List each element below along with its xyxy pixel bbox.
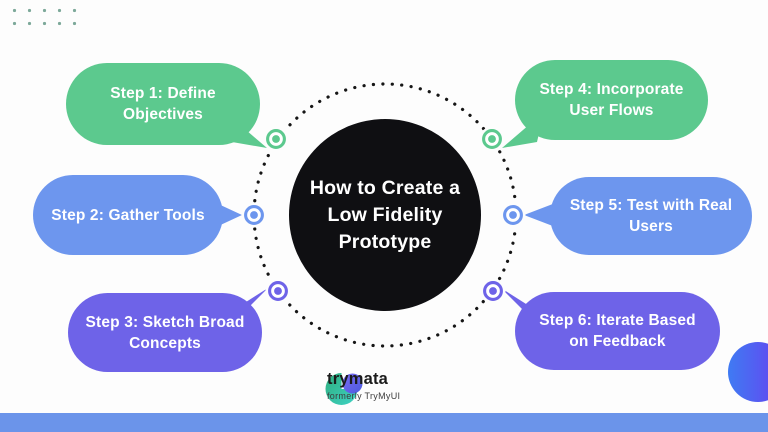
step-3-bubble: Step 3: Sketch Broad Concepts: [68, 293, 262, 372]
brand-tagline: formerly TryMyUI: [327, 391, 401, 401]
center-title-circle: How to Create a Low Fidelity Prototype: [289, 119, 481, 311]
brand-block: trymata formerly TryMyUI: [327, 370, 400, 401]
step-2-bubble: Step 2: Gather Tools: [33, 175, 223, 255]
step-5-bubble: Step 5: Test with Real Users: [550, 177, 752, 255]
page-title: How to Create a Low Fidelity Prototype: [309, 176, 461, 253]
step-4-bubble: Step 4: Incorporate User Flows: [515, 60, 708, 140]
trymata-logo-icon: [325, 373, 363, 405]
node-step-4: [479, 126, 505, 152]
node-step-3: [265, 278, 291, 304]
node-step-5: [500, 202, 526, 228]
bubble-5-tail: [524, 202, 558, 228]
footer-bar: [0, 413, 768, 432]
step-1-bubble: Step 1: Define Objectives: [66, 63, 260, 145]
node-step-1: [263, 126, 289, 152]
accent-circle: [728, 342, 768, 402]
brand-name: trymata: [327, 370, 389, 388]
step-6-bubble: Step 6: Iterate Based on Feedback: [515, 292, 720, 370]
node-step-2: [241, 202, 267, 228]
node-step-6: [480, 278, 506, 304]
corner-dot-grid: [5, 2, 79, 28]
